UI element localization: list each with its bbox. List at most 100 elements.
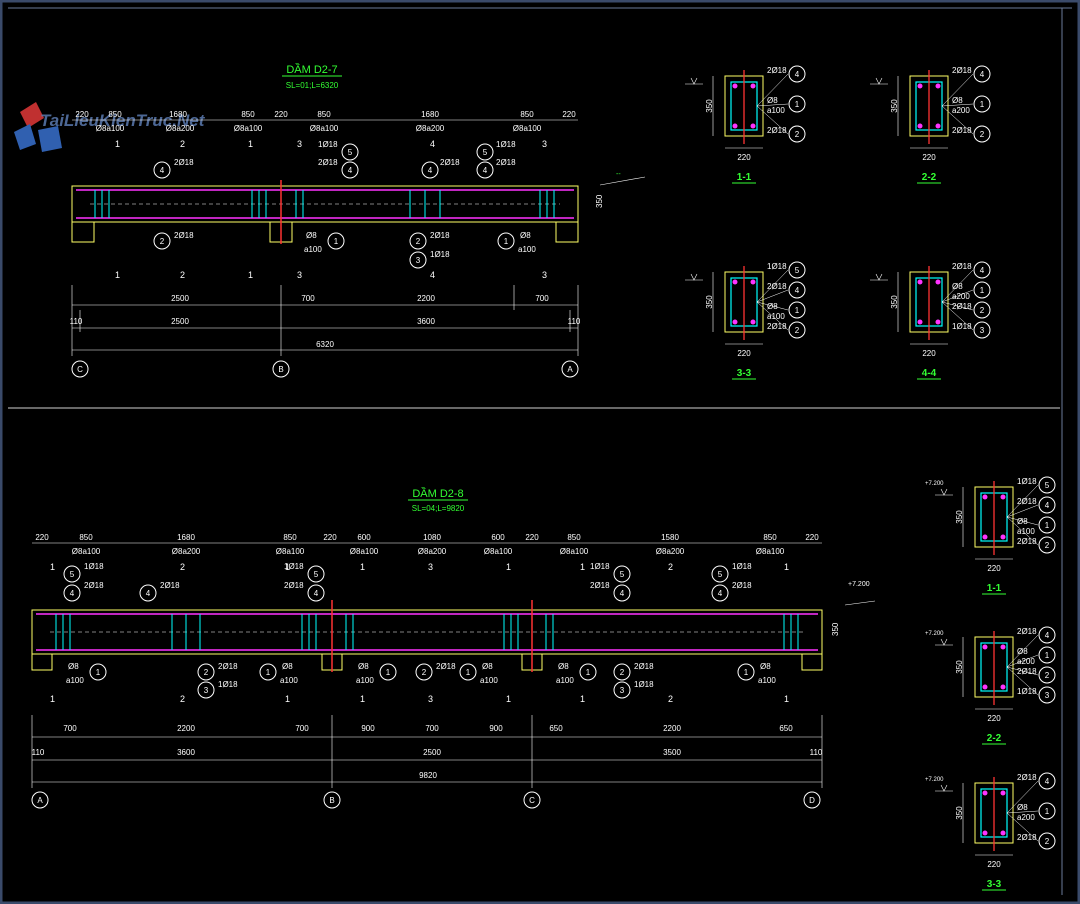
section-width: 220: [737, 153, 751, 162]
svg-text:2: 2: [180, 694, 185, 704]
section-label: 1-1: [737, 172, 752, 183]
svg-text:1: 1: [744, 668, 749, 677]
bar-label: Ø8: [952, 96, 963, 105]
beam-d2-8-title: DẦM D2-8: [412, 487, 463, 500]
bar-label: Ø8: [1017, 517, 1028, 526]
svg-text:110: 110: [32, 748, 45, 757]
bar-marker: [1038, 832, 1056, 850]
svg-text:Ø8a100: Ø8a100: [276, 547, 305, 556]
bar-number: 1: [1045, 807, 1050, 816]
bar-marker: [973, 321, 991, 339]
watermark-text: TaiLieuKienTruc.Net: [40, 111, 206, 130]
bar-number: 4: [1045, 631, 1050, 640]
section-label: 4-4: [922, 368, 937, 379]
svg-text:850: 850: [567, 533, 581, 542]
svg-text:1Ø18: 1Ø18: [84, 562, 104, 571]
svg-text:1Ø18: 1Ø18: [218, 680, 238, 689]
svg-text:2Ø18: 2Ø18: [436, 662, 456, 671]
svg-text:4: 4: [348, 166, 353, 175]
bar-marker: [973, 301, 991, 319]
svg-text:700: 700: [425, 724, 439, 733]
bar-spacing: a100: [1017, 527, 1035, 536]
svg-text:650: 650: [779, 724, 793, 733]
svg-text:2Ø18: 2Ø18: [430, 231, 450, 240]
bar-label: 1Ø18: [1017, 687, 1037, 696]
d27-dim-top-1: 850: [108, 110, 122, 119]
svg-text:4: 4: [160, 166, 165, 175]
d27-stirrup-3: Ø8a100: [310, 124, 339, 133]
svg-text:Ø8a200: Ø8a200: [656, 547, 685, 556]
svg-text:3500: 3500: [663, 748, 681, 757]
d27-dim-top-8: 220: [562, 110, 576, 119]
svg-text:1: 1: [115, 270, 120, 280]
svg-text:a100: a100: [758, 676, 776, 685]
svg-text:1: 1: [784, 562, 789, 572]
bar-marker: [973, 261, 991, 279]
d27-dim-top-2: 1680: [169, 110, 187, 119]
svg-text:Ø8a100: Ø8a100: [756, 547, 785, 556]
svg-text:1080: 1080: [423, 533, 441, 542]
beam-d2-8[interactable]: DẦM D2-8 SL=04;L=9820 220 850 1680 850 2…: [31, 487, 876, 809]
bar-label: 2Ø18: [767, 66, 787, 75]
svg-text:Ø8: Ø8: [282, 662, 293, 671]
svg-text:600: 600: [491, 533, 505, 542]
svg-text:1580: 1580: [661, 533, 679, 542]
axis-a-d28: A: [37, 796, 43, 805]
svg-text:2500: 2500: [171, 317, 189, 326]
svg-text:2Ø18: 2Ø18: [440, 158, 460, 167]
svg-text:2: 2: [668, 694, 673, 704]
bar-number: 4: [1045, 777, 1050, 786]
svg-text:600: 600: [357, 533, 371, 542]
bar-number: 1: [980, 100, 985, 109]
section-level: +7.200: [925, 777, 944, 783]
svg-text:2: 2: [180, 562, 185, 572]
section-height: 350: [955, 806, 964, 820]
bar-label: 2Ø18: [1017, 497, 1037, 506]
svg-text:1: 1: [360, 694, 365, 704]
svg-text:3: 3: [297, 139, 302, 149]
svg-text:a100: a100: [356, 676, 374, 685]
section-width: 220: [987, 564, 1001, 573]
svg-text:1: 1: [285, 694, 290, 704]
section-level: +7.200: [925, 481, 944, 487]
bar-label: 1Ø18: [767, 262, 787, 271]
section-height: 350: [955, 660, 964, 674]
bar-number: 2: [1045, 671, 1050, 680]
svg-text:2500: 2500: [423, 748, 441, 757]
bar-number: 4: [980, 70, 985, 79]
beam-d2-7[interactable]: DẦM D2-7 SL=01;L=6320 220 850 1680 850 2…: [70, 63, 646, 378]
bar-number: 1: [795, 306, 800, 315]
svg-text:220: 220: [525, 533, 539, 542]
svg-text:1: 1: [96, 668, 101, 677]
svg-text:1Ø18: 1Ø18: [634, 680, 654, 689]
section-height: 350: [955, 510, 964, 524]
svg-text:Ø8: Ø8: [760, 662, 771, 671]
svg-text:1Ø18: 1Ø18: [590, 562, 610, 571]
bar-label: Ø8: [767, 302, 778, 311]
bar-label: Ø8: [767, 96, 778, 105]
section-label: 1-1: [987, 583, 1002, 594]
svg-text:Ø8: Ø8: [68, 662, 79, 671]
svg-text:2Ø18: 2Ø18: [634, 662, 654, 671]
bar-spacing: a200: [952, 292, 970, 301]
svg-text:4: 4: [620, 589, 625, 598]
svg-text:3: 3: [428, 562, 433, 572]
sections-d2-7[interactable]: 3502201-142Ø181Ø8a10022Ø183502202-242Ø18…: [685, 65, 991, 380]
section-width: 220: [922, 349, 936, 358]
svg-text:2500: 2500: [171, 294, 189, 303]
section-height: 350: [705, 295, 714, 309]
svg-text:5: 5: [718, 570, 723, 579]
section-label: 2-2: [922, 172, 937, 183]
svg-text:850: 850: [283, 533, 297, 542]
svg-text:Ø8a100: Ø8a100: [350, 547, 379, 556]
svg-text:3: 3: [542, 139, 547, 149]
